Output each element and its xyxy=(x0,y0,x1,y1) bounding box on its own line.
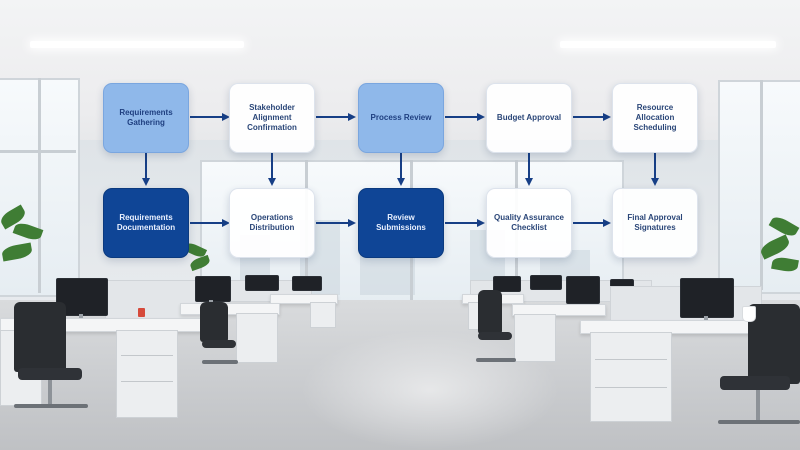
plant-pot xyxy=(742,306,756,322)
office-chair xyxy=(718,420,800,424)
desk-cabinet xyxy=(590,332,672,422)
process-box-label: Operations Distribution xyxy=(249,213,295,232)
office-chair xyxy=(202,340,236,348)
monitor xyxy=(566,276,600,304)
process-box-r1c3: Process Review xyxy=(358,83,444,153)
ceiling-light xyxy=(30,41,244,48)
office-chair xyxy=(18,368,82,380)
desk-cabinet xyxy=(514,314,556,362)
desk xyxy=(512,304,606,316)
process-box-r1c1: Requirements Gathering xyxy=(103,83,189,153)
process-box-label: Requirements Gathering xyxy=(119,108,173,127)
process-box-r2c5: Final Approval Signatures xyxy=(612,188,698,258)
desk-cabinet xyxy=(116,330,178,418)
process-box-r2c1: Requirements Documentation xyxy=(103,188,189,258)
process-box-label: Stakeholder Alignment Confirmation xyxy=(247,103,297,132)
window-mullion xyxy=(0,150,76,153)
desk xyxy=(270,294,338,304)
process-box-label: Process Review xyxy=(370,113,432,122)
window-mullion xyxy=(760,80,763,290)
office-chair xyxy=(478,290,502,334)
process-box-r1c2: Stakeholder Alignment Confirmation xyxy=(229,83,315,153)
monitor xyxy=(195,276,231,302)
process-box-label: Review Submissions xyxy=(376,213,426,232)
office-chair xyxy=(720,376,790,390)
desk-cabinet xyxy=(310,302,336,328)
office-chair xyxy=(14,404,88,408)
process-box-r2c4: Quality Assurance Checklist xyxy=(486,188,572,258)
process-box-r1c5: Resource Allocation Scheduling xyxy=(612,83,698,153)
office-chair xyxy=(476,358,516,362)
office-chair xyxy=(48,380,52,404)
office-chair xyxy=(14,302,66,372)
monitor-stand xyxy=(704,316,708,323)
ceiling-light xyxy=(560,41,776,48)
process-box-r2c2: Operations Distribution xyxy=(229,188,315,258)
monitor xyxy=(292,276,322,291)
window-mullion xyxy=(38,78,41,293)
monitor xyxy=(530,275,562,290)
office-chair xyxy=(748,304,800,384)
desk-partition xyxy=(105,280,202,322)
office-chair xyxy=(200,302,228,342)
process-box-label: Resource Allocation Scheduling xyxy=(633,103,677,132)
process-box-r1c4: Budget Approval xyxy=(486,83,572,153)
office-chair xyxy=(478,332,512,340)
monitor-stand xyxy=(79,314,83,321)
red-mug xyxy=(138,308,145,317)
process-box-label: Requirements Documentation xyxy=(116,213,176,232)
desk-cabinet xyxy=(236,313,278,363)
monitor xyxy=(245,275,279,291)
monitor xyxy=(493,276,521,292)
process-box-label: Final Approval Signatures xyxy=(627,213,683,232)
process-box-label: Quality Assurance Checklist xyxy=(494,213,564,232)
office-chair xyxy=(756,390,760,420)
office-chair xyxy=(202,360,238,364)
desk xyxy=(580,320,800,334)
process-box-r2c3: Review Submissions xyxy=(358,188,444,258)
process-box-label: Budget Approval xyxy=(496,113,562,122)
